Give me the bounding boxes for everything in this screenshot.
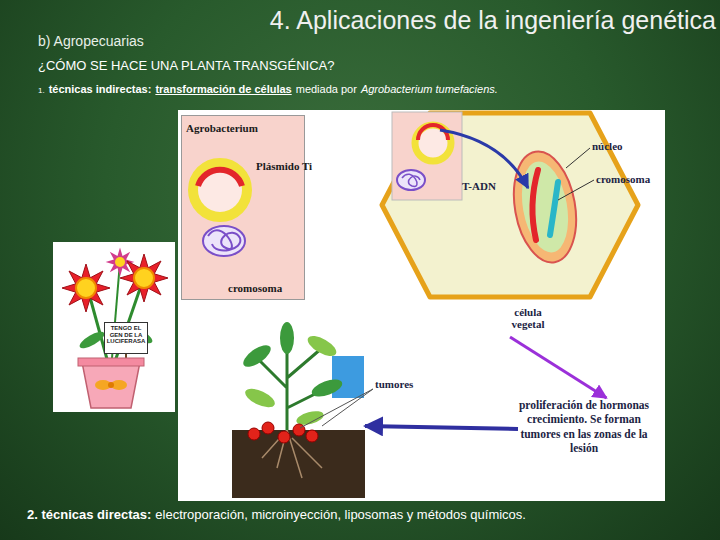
water [332, 356, 364, 398]
plant-cell: T-ADN núcleo cromosoma célula vegetal [378, 110, 665, 337]
method-text: mediada por [296, 83, 357, 95]
node-text: Agrobacterium [186, 122, 258, 134]
ti-plasmid [193, 163, 247, 217]
tumor-plant: tumores [232, 318, 365, 498]
leader-line [566, 148, 590, 168]
roots [262, 430, 322, 478]
text-row: b) Agropecuarias [38, 33, 144, 49]
leaf [305, 332, 340, 360]
method-heading: técnicas indirectas: [49, 83, 152, 95]
text-row: 2. técnicas directas: electroporación, mi… [27, 507, 526, 522]
bacterial-chromosome [402, 174, 420, 186]
tumor-process-note: proliferación de hormonas crecimiento. S… [518, 398, 650, 460]
bacterium [392, 112, 462, 200]
method-term: transformación de células [155, 83, 291, 95]
node-text: Plásmido Ti [256, 160, 312, 172]
leaf [240, 341, 274, 371]
leaf [243, 385, 278, 411]
t-dna-segment [418, 125, 448, 140]
text-row: ¿CÓMO SE HACE UNA PLANTA TRANSGÉNICA? [38, 58, 334, 73]
leader-line [322, 389, 373, 426]
bacterial-chromosome [208, 230, 240, 250]
flower-panel [53, 242, 175, 412]
plant-art [232, 318, 365, 498]
nucleus [506, 147, 585, 268]
plant-cell-wall [382, 113, 638, 297]
node-text: cromosoma [596, 173, 650, 185]
image-panel [178, 110, 665, 501]
transfer-arrow [440, 130, 528, 188]
flower [120, 254, 168, 302]
pot-bow [108, 382, 114, 388]
process-arrow [510, 337, 606, 398]
flower-pot [82, 362, 140, 408]
question-heading: ¿CÓMO SE HACE UNA PLANTA TRANSGÉNICA? [38, 58, 334, 73]
flower [106, 248, 135, 277]
tumor [306, 430, 318, 442]
bacterium-cell: AgrobacteriumPlásmido Ticromosoma [181, 115, 305, 300]
tumor [278, 431, 290, 443]
text-row: 1. técnicas indirectas:transformación de … [38, 83, 498, 95]
t-dna-segment [198, 170, 242, 186]
tumor [262, 422, 274, 434]
node-text: célula vegetal [502, 306, 554, 330]
pot-rim [78, 358, 144, 366]
node-text: proliferación de hormonas crecimiento. S… [518, 398, 650, 456]
chromosome [550, 182, 558, 235]
flower [62, 264, 110, 312]
node-text: núcleo [592, 140, 623, 152]
list-number: 1. [38, 86, 45, 95]
leaf [280, 322, 294, 354]
method-list: electroporación, microinyección, liposom… [155, 507, 526, 522]
method-heading: 2. técnicas directas: [27, 507, 151, 522]
section-label: b) Agropecuarias [38, 33, 144, 49]
node-text: T-ADN [462, 180, 496, 192]
node-text: cromosoma [228, 282, 282, 294]
leaf [310, 376, 345, 400]
process-arrow [365, 426, 518, 429]
species-name: Agrobacterium tumefaciens. [361, 83, 498, 95]
soil [232, 430, 365, 498]
bacterial-chromosome [203, 226, 245, 256]
luciferase-sign: TENGO EL GEN DE LA LUCIFERASA [104, 322, 148, 354]
flower-center [115, 257, 125, 267]
tumor [293, 424, 305, 436]
chromosome [532, 170, 538, 240]
nucleus-inner [515, 158, 574, 256]
slide-title: 4. Aplicaciones de la ingeniería genétic… [270, 6, 716, 35]
flower-center [76, 278, 96, 298]
node-text: TENGO EL GEN DE LA LUCIFERASA [106, 325, 146, 345]
leader-line [558, 180, 594, 200]
leader-line [300, 389, 373, 428]
flower-center [134, 268, 154, 288]
bacterium-art [182, 116, 306, 301]
node-text: tumores [375, 378, 413, 390]
leaf [77, 329, 106, 352]
bacterial-chromosome [397, 170, 425, 190]
tumor [248, 428, 260, 440]
